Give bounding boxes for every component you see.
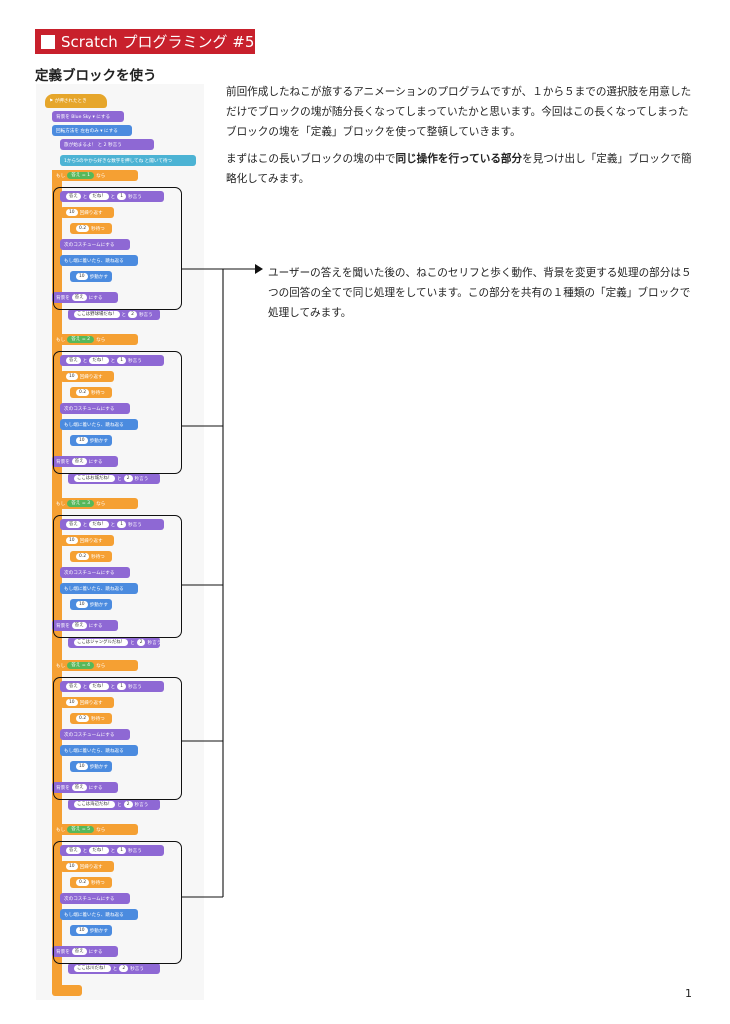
banner-title: Scratch プログラミング #5 — [61, 33, 255, 51]
if-block-header: もし 答え = 4 なら — [52, 660, 138, 671]
if-block-header: もし 答え = 3 なら — [52, 498, 138, 509]
instruction-text-2: を見つけ出し「定義」ブロックで簡略化してみます。 — [226, 153, 692, 185]
next-costume-block: 次のコスチュームにする — [60, 567, 130, 578]
when-flag-clicked-block: ⚑ が押されたとき — [45, 94, 107, 108]
scratch-code-image: ⚑ が押されたとき背景を Blue Sky ▾ にする回転方法を 左右のみ ▾ … — [36, 84, 204, 1000]
section-heading: 定義ブロックを使う — [35, 68, 157, 84]
bounce-block: もし端に着いたら、跳ね返る — [60, 745, 138, 756]
bounce-block: もし端に着いたら、跳ね返る — [60, 583, 138, 594]
bounce-block: もし端に着いたら、跳ね返る — [60, 255, 138, 266]
switch-backdrop-block: 背景を答えにする — [52, 620, 118, 631]
intro-paragraph: 前回作成したねこが旅するアニメーションのプログラムですが、１から５までの選択肢を… — [226, 86, 692, 138]
next-costume-block: 次のコスチュームにする — [60, 729, 130, 740]
annotation-text: ユーザーの答えを聞いた後の、ねこのセリフと歩く動作、背景を変更する処理の部分は５… — [268, 267, 692, 319]
ask-and-wait-block: 1から5のやから好きな数字を押してね と聞いて待つ — [60, 155, 196, 166]
arrow-head-icon — [255, 264, 263, 274]
rotation-style-block: 回転方法を 左右のみ ▾ にする — [52, 125, 132, 136]
if-block-header: もし 答え = 5 なら — [52, 824, 138, 835]
repeated-section-box — [53, 515, 182, 638]
bounce-block: もし端に着いたら、跳ね返る — [60, 419, 138, 430]
set-backdrop-block: 背景を Blue Sky ▾ にする — [52, 111, 124, 122]
repeated-section-box — [53, 351, 182, 474]
switch-backdrop-block: 背景を答えにする — [52, 456, 118, 467]
page-number: 1 — [685, 987, 692, 1000]
switch-backdrop-block: 背景を答えにする — [52, 782, 118, 793]
say-start-block: 旅が始まるよ！ と 2 秒言う — [60, 139, 154, 150]
next-costume-block: 次のコスチュームにする — [60, 239, 130, 250]
square-icon — [41, 34, 55, 49]
if-block-header: もし 答え = 2 なら — [52, 334, 138, 345]
next-costume-block: 次のコスチュームにする — [60, 893, 130, 904]
repeated-section-box — [53, 677, 182, 800]
control-spine — [52, 170, 62, 990]
bounce-block: もし端に着いたら、跳ね返る — [60, 909, 138, 920]
instruction-text-1: まずはこの長いブロックの塊の中で — [226, 153, 396, 165]
switch-backdrop-block: 背景を答えにする — [52, 292, 118, 303]
next-costume-block: 次のコスチュームにする — [60, 403, 130, 414]
repeated-section-box — [53, 841, 182, 964]
repeated-section-box — [53, 187, 182, 310]
if-block-header: もし 答え = 1 なら — [52, 170, 138, 181]
title-banner: Scratch プログラミング #5 — [35, 29, 255, 54]
end-cap-block — [52, 985, 82, 996]
instruction-emphasis: 同じ操作を行っている部分 — [395, 153, 523, 165]
instruction-paragraph: まずはこの長いブロックの塊の中で同じ操作を行っている部分を見つけ出し「定義」ブロ… — [226, 149, 694, 189]
switch-backdrop-block: 背景を答えにする — [52, 946, 118, 957]
